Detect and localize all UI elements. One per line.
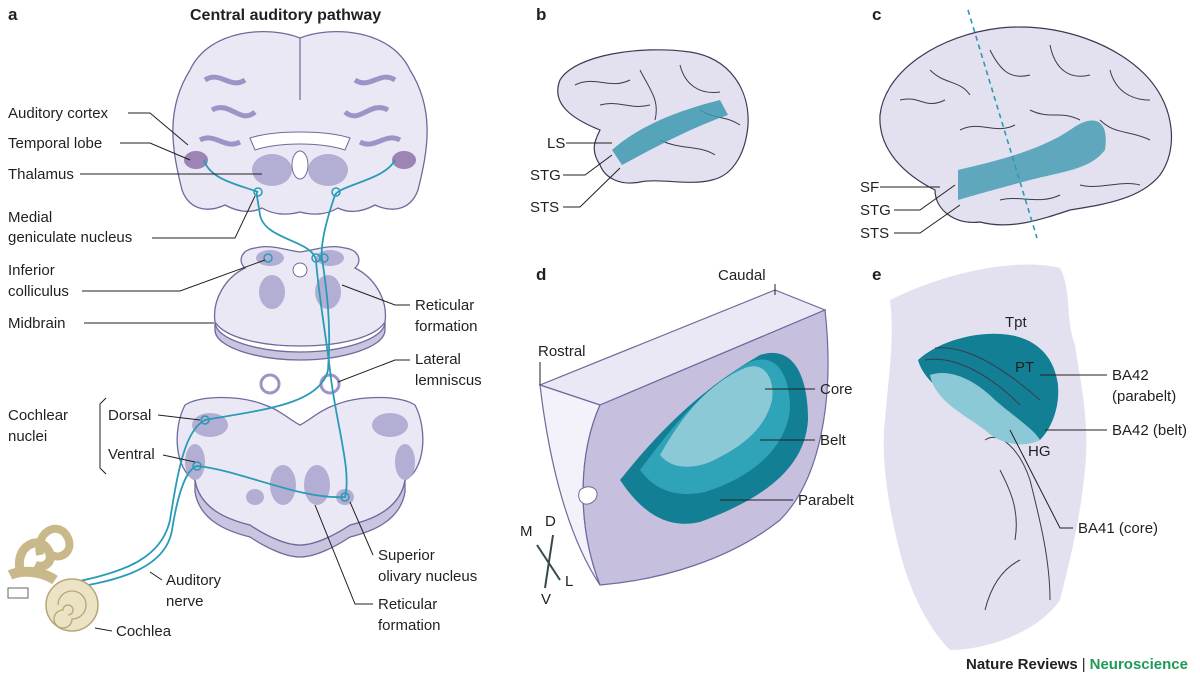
label-son-line2: olivary nucleus (378, 568, 477, 585)
panel-b-brain (557, 49, 749, 184)
label-e-ba41-core: BA41 (core) (1078, 520, 1158, 537)
orientation-axes: M D L V (520, 513, 573, 608)
label-lateral-lemniscus-line2: lemniscus (415, 372, 482, 389)
label-b-sts: STS (530, 199, 559, 216)
label-dorsal: Dorsal (108, 407, 151, 424)
lemniscus-ring-left (259, 373, 281, 395)
label-c-stg: STG (860, 202, 891, 219)
label-mgn-line2: geniculate nucleus (8, 229, 132, 246)
coronal-brain-section (172, 30, 428, 215)
axis-label-v: V (541, 591, 551, 608)
journal-footer: Nature Reviews|Neuroscience (966, 656, 1188, 673)
label-e-hg: HG (1028, 443, 1051, 460)
label-auditory-cortex: Auditory cortex (8, 105, 109, 122)
label-auditory-nerve-line2: nerve (166, 593, 204, 610)
label-cochlear-nuclei-line2: nuclei (8, 428, 47, 445)
label-cochlear-nuclei-line1: Cochlear (8, 407, 68, 424)
panel-label-e: e (872, 265, 881, 284)
axis-label-l: L (565, 573, 573, 590)
label-mgn-line1: Medial (8, 209, 52, 226)
label-son-line1: Superior (378, 547, 435, 564)
label-e-ba42-parabelt-line1: BA42 (1112, 367, 1149, 384)
label-auditory-nerve-line1: Auditory (166, 572, 222, 589)
panel-label-c: c (872, 5, 881, 24)
label-d-belt: Belt (820, 432, 847, 449)
panel-a-labels: Auditory cortex Temporal lobe Thalamus M… (8, 105, 482, 640)
label-thalamus: Thalamus (8, 166, 74, 183)
axis-label-m: M (520, 523, 533, 540)
label-ventral: Ventral (108, 446, 155, 463)
label-c-sf: SF (860, 179, 879, 196)
label-midbrain: Midbrain (8, 315, 66, 332)
label-e-ba42-belt: BA42 (belt) (1112, 422, 1187, 439)
label-b-ls: LS (547, 135, 565, 152)
footer-separator: | (1081, 656, 1086, 673)
label-reticular-top-line2: formation (415, 318, 478, 335)
panel-label-b: b (536, 5, 546, 24)
label-d-rostral: Rostral (538, 343, 586, 360)
label-reticular-bottom-line1: Reticular (378, 596, 437, 613)
label-ic-line1: Inferior (8, 262, 55, 279)
label-e-pt: PT (1015, 359, 1034, 376)
label-e-tpt: Tpt (1005, 314, 1028, 331)
inner-ear-drawing (7, 524, 99, 632)
label-d-caudal: Caudal (718, 267, 766, 284)
panel-label-a: a (8, 5, 18, 24)
label-reticular-bottom-line2: formation (378, 617, 441, 634)
label-reticular-top-line1: Reticular (415, 297, 474, 314)
panel-e-planum (883, 264, 1087, 650)
label-d-core: Core (820, 381, 853, 398)
label-lateral-lemniscus-line1: Lateral (415, 351, 461, 368)
label-c-sts: STS (860, 225, 889, 242)
label-ic-line2: colliculus (8, 283, 69, 300)
label-b-stg: STG (530, 167, 561, 184)
panel-d-block (538, 289, 829, 586)
label-d-parabelt: Parabelt (798, 492, 855, 509)
footer-brand: Nature Reviews (965, 656, 1078, 673)
panel-c-brain (879, 9, 1173, 239)
panel-a-title: Central auditory pathway (190, 7, 381, 24)
midbrain-section (213, 246, 387, 361)
panel-label-d: d (536, 265, 546, 284)
label-cochlea: Cochlea (116, 623, 172, 640)
footer-journal: Neuroscience (1089, 656, 1188, 673)
axis-label-d: D (545, 513, 556, 530)
medulla-section (176, 396, 424, 558)
label-temporal-lobe: Temporal lobe (8, 135, 102, 152)
auditory-pathway-lines (59, 159, 396, 591)
label-e-ba42-parabelt-line2: (parabelt) (1112, 388, 1176, 405)
